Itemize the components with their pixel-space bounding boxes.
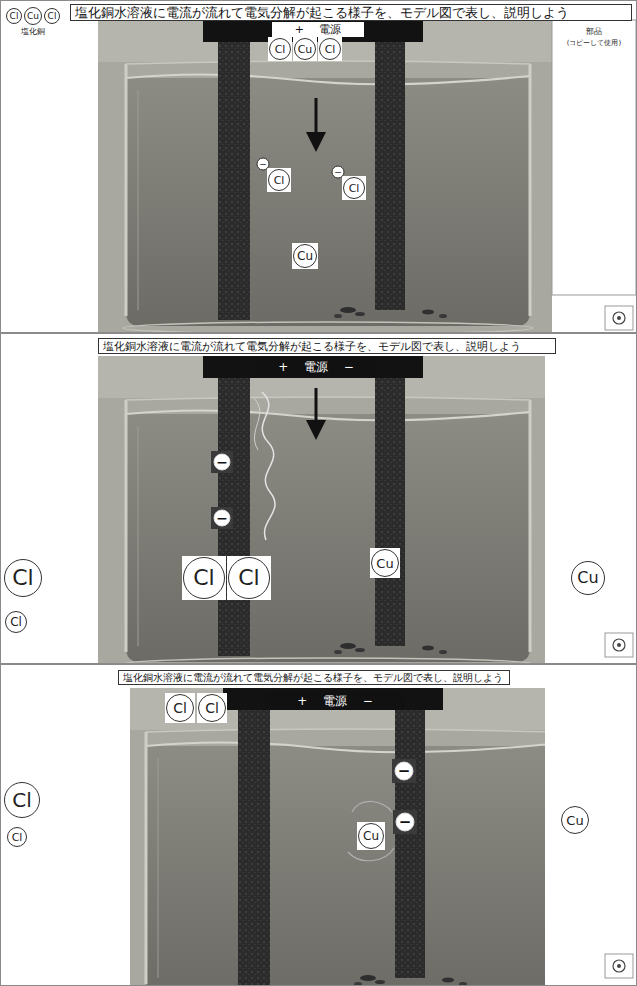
node-text: + 電源 − — [297, 695, 373, 707]
atom-ring — [344, 178, 365, 199]
node-text: − — [398, 764, 411, 779]
title-box: 塩化銅水溶液に電流が流れて電気分解が起こる様子を、モデル図で表し、説明しよう — [70, 4, 632, 21]
node-text: Cl — [10, 12, 19, 21]
atom-ring — [199, 695, 226, 722]
node-text: Cu — [363, 830, 379, 842]
atom-circle: Cu — [23, 6, 43, 26]
atom-ring — [5, 783, 40, 818]
electron-ring — [214, 454, 230, 470]
node-text: + 電源 — [295, 24, 342, 35]
electron-ring — [214, 510, 230, 526]
electron-circle: − — [211, 451, 233, 473]
node-text: − — [399, 815, 412, 830]
atom-circle: Cu — [292, 243, 318, 269]
node-text: Cl — [205, 701, 219, 715]
atom-ring — [295, 39, 316, 60]
node-text: Cl — [193, 567, 214, 589]
charge-sign: − — [257, 158, 269, 170]
atom-ring — [320, 39, 341, 60]
atom-circle: Cl — [3, 558, 43, 598]
node-text: 塩化銅水溶液に電流が流れて電気分解が起こる様子を、モデル図で表し、説明しよう — [123, 673, 503, 683]
charge-ring — [257, 158, 269, 170]
electron-circle: − — [393, 810, 417, 834]
atom-ring — [270, 39, 291, 60]
caption-label: (コピーして使用) — [567, 40, 621, 47]
node-text: Cl — [325, 44, 336, 55]
node-text: Cu — [298, 44, 313, 55]
atom-circle: Cl — [5, 7, 23, 25]
atom-circle: Cl− — [342, 176, 366, 200]
power-label: + 電源 — [272, 22, 364, 37]
caption-label: 部品 — [586, 28, 602, 36]
node-text: 塩化銅水溶液に電流が流れて電気分解が起こる様子を、モデル図で表し、説明しよう — [75, 6, 569, 19]
node-text: Cl — [275, 44, 286, 55]
atom-ring — [229, 558, 270, 599]
atom-circle: Cl — [318, 37, 342, 61]
electron-ring — [396, 813, 414, 831]
atom-circle: Cl — [165, 693, 195, 723]
node-text: Cu — [27, 12, 39, 21]
atom-ring — [359, 824, 384, 849]
atom-ring — [269, 170, 290, 191]
node-text: Cl — [349, 183, 360, 194]
atom-ring — [8, 828, 27, 847]
atom-circle: Cl — [3, 781, 41, 819]
title-box: 塩化銅水溶液に電流が流れて電気分解が起こる様子を、モデル図で表し、説明しよう — [98, 338, 556, 354]
node-text: Cl — [274, 175, 285, 186]
atom-ring — [294, 245, 317, 268]
charge-ring — [332, 166, 344, 178]
electron-ring — [395, 762, 413, 780]
atom-ring — [372, 550, 399, 577]
atom-circle: Cu — [357, 822, 385, 850]
node-text: Cu — [297, 250, 313, 262]
atom-circle: Cl — [4, 610, 28, 634]
node-text: Cu — [566, 814, 583, 827]
node-text: Cl — [10, 616, 22, 628]
atom-ring — [562, 807, 589, 834]
atom-ring — [25, 8, 42, 25]
node-text: Cl — [238, 567, 259, 589]
atom-ring — [167, 695, 194, 722]
node-text: Cl — [12, 790, 32, 810]
atom-ring — [7, 9, 22, 24]
atom-ring — [5, 560, 42, 597]
atom-circle: Cu — [570, 560, 606, 596]
atom-circle: Cu — [560, 805, 590, 835]
node-text: Cl — [12, 567, 33, 589]
charge-sign: − — [332, 166, 344, 178]
node-text: − — [216, 511, 228, 525]
electron-circle: − — [392, 759, 416, 783]
atom-circle: Cl — [6, 826, 28, 848]
atom-circle: Cl — [227, 556, 271, 600]
node-text: Cl — [173, 701, 187, 715]
caption-label: 塩化銅 — [21, 28, 45, 36]
pen-stroke — [254, 392, 394, 861]
electron-circle: − — [211, 507, 233, 529]
atom-circle: Cl− — [267, 168, 291, 192]
node-text: − — [216, 455, 228, 469]
atom-circle: Cl — [43, 7, 61, 25]
atom-ring — [45, 9, 60, 24]
node-text: + 電源 − — [278, 361, 354, 373]
atom-circle: Cl — [197, 693, 227, 723]
atom-circle: Cu — [293, 37, 317, 61]
node-text: Cu — [577, 570, 598, 586]
node-text: Cl — [48, 12, 57, 21]
menu-icon — [605, 306, 633, 978]
down-arrow — [306, 98, 326, 440]
node-text: 塩化銅水溶液に電流が流れて電気分解が起こる様子を、モデル図で表し、説明しよう — [103, 341, 521, 352]
power-label: + 電源 − — [255, 358, 377, 376]
atom-ring — [184, 558, 225, 599]
atom-circle: Cu — [370, 548, 400, 578]
node-text: Cu — [376, 557, 393, 570]
atom-ring — [572, 562, 605, 595]
title-box: 塩化銅水溶液に電流が流れて電気分解が起こる様子を、モデル図で表し、説明しよう — [118, 670, 510, 685]
atom-ring — [6, 612, 27, 633]
atom-circle: Cl — [182, 556, 226, 600]
power-label: + 電源 − — [265, 692, 405, 710]
node-text: Cl — [12, 832, 23, 843]
atom-circle: Cl — [268, 37, 292, 61]
